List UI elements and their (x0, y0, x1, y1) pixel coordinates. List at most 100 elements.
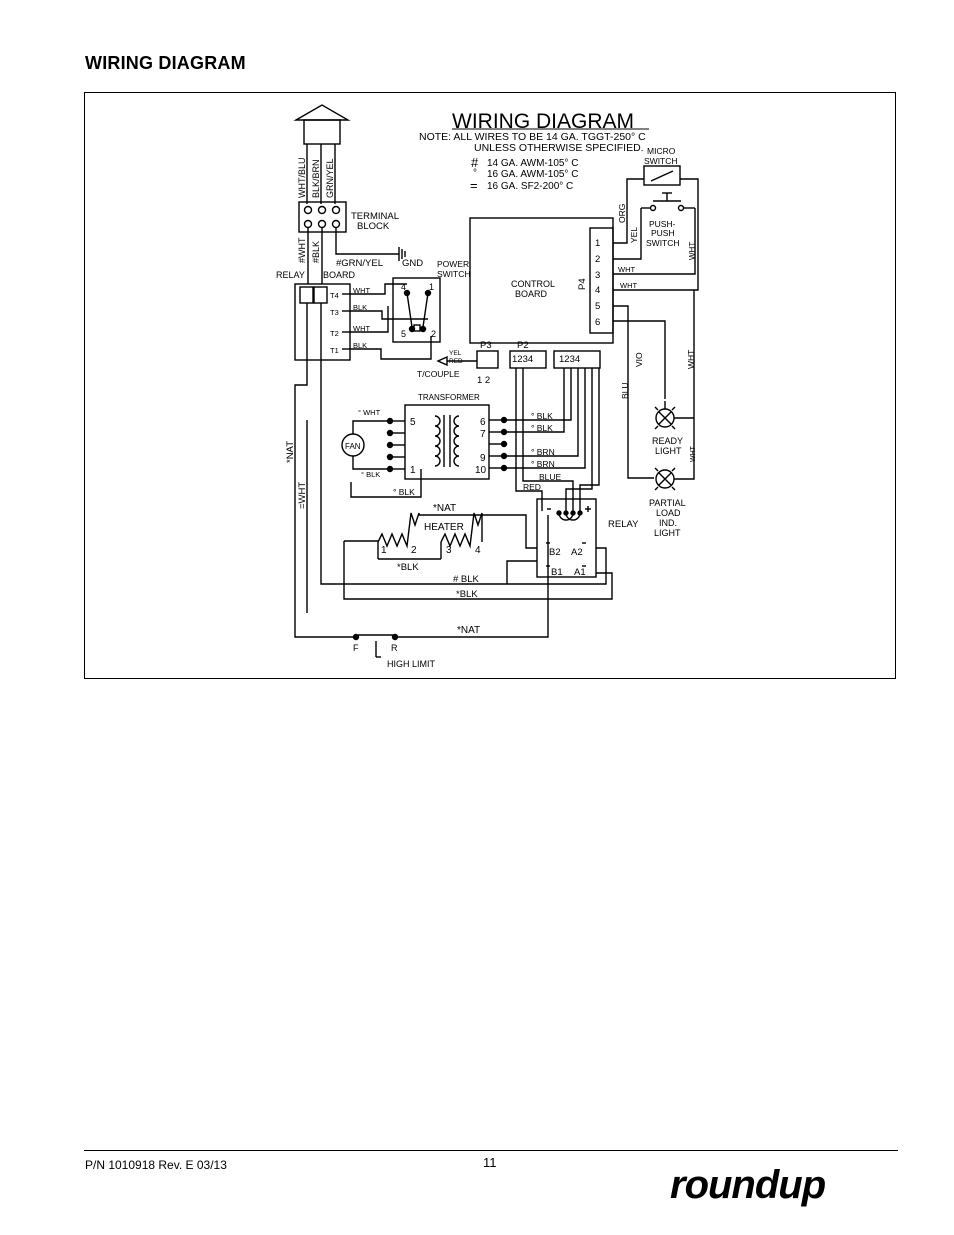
tc-red: RED (449, 358, 463, 365)
page-number: 11 (483, 1155, 497, 1170)
p1-pins: 1234 (559, 354, 580, 365)
note-line-2: UNLESS OTHERWISE SPECIFIED. (474, 142, 644, 154)
p3-connector (476, 350, 499, 369)
xf-wire-wht: ° WHT (358, 408, 381, 417)
blu-label: BLU (620, 382, 630, 399)
push-switch-label-2: PUSH (651, 228, 675, 238)
partial-load-label-3: IND. (659, 518, 677, 528)
terminal-block (298, 201, 347, 233)
ready-light-label-2: LIGHT (655, 446, 682, 456)
brand-logo-text: roundup (670, 1168, 826, 1207)
footer-part-number: P/N 1010918 Rev. E 03/13 (85, 1158, 227, 1172)
relay-right-label: RELAY (608, 519, 639, 530)
tb-wht-label: #WHT (297, 237, 307, 263)
high-limit-label: HIGH LIMIT (387, 659, 436, 669)
relay-wire-t3: BLK (353, 303, 367, 312)
t-couple-label: T/COUPLE (417, 369, 460, 379)
wiring-diagram-frame: WIRING DIAGRAM NOTE: ALL WIRES TO BE 14 … (84, 92, 896, 679)
partial-load-label-1: PARTIAL (649, 498, 686, 508)
ps-term-1: 1 (429, 282, 434, 292)
wht-label-push: WHT (688, 242, 697, 260)
p4-pin-1: 1 (595, 238, 600, 249)
ps-term-4: 4 (401, 282, 406, 292)
gnd-label: GND (402, 258, 423, 269)
p4-connector (589, 227, 614, 334)
high-limit-switch (352, 515, 549, 658)
relay-term-t1: T1 (330, 346, 339, 355)
thermocouple (436, 355, 477, 367)
p2-connector (509, 350, 547, 369)
p2-label: P2 (517, 340, 529, 351)
yel-label: YEL (629, 227, 639, 243)
terminal-block-label-2: BLOCK (357, 221, 390, 232)
tc-yel: YEL (449, 350, 462, 357)
cord-wire-3: GRN/YEL (325, 158, 335, 198)
org-label: ORG (617, 204, 627, 223)
hl-term-f: F (353, 643, 359, 653)
grn-yel-label: #GRN/YEL (336, 258, 383, 269)
power-switch-label-2: SWITCH (437, 269, 471, 279)
relay-wire-t2: WHT (353, 324, 370, 333)
roundup-logo: roundup (670, 1168, 827, 1207)
xf-wire-blk: ° BLK (361, 470, 380, 479)
relay-term-t3: T3 (330, 308, 339, 317)
blk-star-label-2: *BLK (456, 589, 478, 600)
blk-below-xf: ° BLK (393, 487, 415, 497)
nat-top-label: *NAT (433, 503, 456, 514)
wht-vertical: =WHT (297, 482, 308, 509)
vio-label: VIO (634, 352, 644, 367)
p4-pin-5: 5 (595, 301, 600, 312)
blk-star-label-1: *BLK (397, 562, 419, 573)
xf-term-9: 9 (480, 453, 486, 464)
ready-light (654, 401, 694, 430)
relay-b2: B2 (549, 547, 561, 558)
p3-label: P3 (480, 340, 492, 351)
transformer (386, 404, 508, 480)
wht-label-right: WHT (686, 350, 696, 369)
p4-pin-6: 6 (595, 317, 600, 328)
wht-label-light: WHT (690, 445, 697, 462)
red-label: RED (523, 482, 541, 492)
nat-vertical: *NAT (285, 441, 296, 463)
sec-wire-2: ° BLK (531, 423, 553, 433)
ps-term-5: 5 (401, 329, 406, 339)
nat-bottom-label: *NAT (457, 625, 480, 636)
relay-label: RELAY (276, 270, 305, 280)
p1-connector (553, 350, 601, 369)
relay-wire-t4: WHT (353, 286, 370, 295)
partial-load-label-4: LIGHT (654, 528, 681, 538)
micro-switch (643, 165, 681, 186)
legend-symbol-3: = (470, 178, 478, 193)
footer-rule (84, 1150, 898, 1151)
ps-term-2: 2 (431, 329, 436, 339)
heater-label: HEATER (424, 522, 464, 533)
page-title: WIRING DIAGRAM (85, 53, 246, 73)
legend-symbol-2: ° (473, 168, 477, 179)
blk-hash-label: # BLK (453, 574, 480, 585)
legend-text-3: 16 GA. SF2-200° C (487, 181, 573, 192)
transformer-label: TRANSFORMER (418, 393, 480, 402)
control-board-label-2: BOARD (515, 289, 548, 299)
p4-label: P4 (577, 278, 588, 290)
legend-text-2: 16 GA. AWM-105° C (487, 169, 578, 180)
xf-term-7: 7 (480, 429, 486, 440)
heater-term-1: 1 (381, 545, 387, 556)
p4-pin-2: 2 (595, 254, 600, 265)
legend-text-1: 14 GA. AWM-105° C (487, 158, 578, 169)
cord-wire-1: WHT/BLU (297, 158, 307, 199)
heater-term-4: 4 (475, 545, 481, 556)
control-board-label-1: CONTROL (511, 279, 555, 289)
micro-switch-label-1: MICRO (647, 146, 676, 156)
xf-term-6: 6 (480, 417, 486, 428)
legend-symbol-1: # (471, 155, 479, 170)
power-switch (392, 277, 441, 343)
relay-term-t2: T2 (330, 329, 339, 338)
relay-term-t4: T4 (330, 291, 339, 300)
p4-wire-wht-1: WHT (618, 265, 635, 274)
relay-a1: A1 (574, 567, 586, 578)
terminal-block-label-1: TERMINAL (351, 211, 399, 222)
sec-wire-3: ° BRN (531, 447, 555, 457)
relay-board (294, 283, 351, 361)
relay-wire-t1: BLK (353, 341, 367, 350)
note-line-1: NOTE: ALL WIRES TO BE 14 GA. TGGT-250° C (419, 131, 646, 143)
